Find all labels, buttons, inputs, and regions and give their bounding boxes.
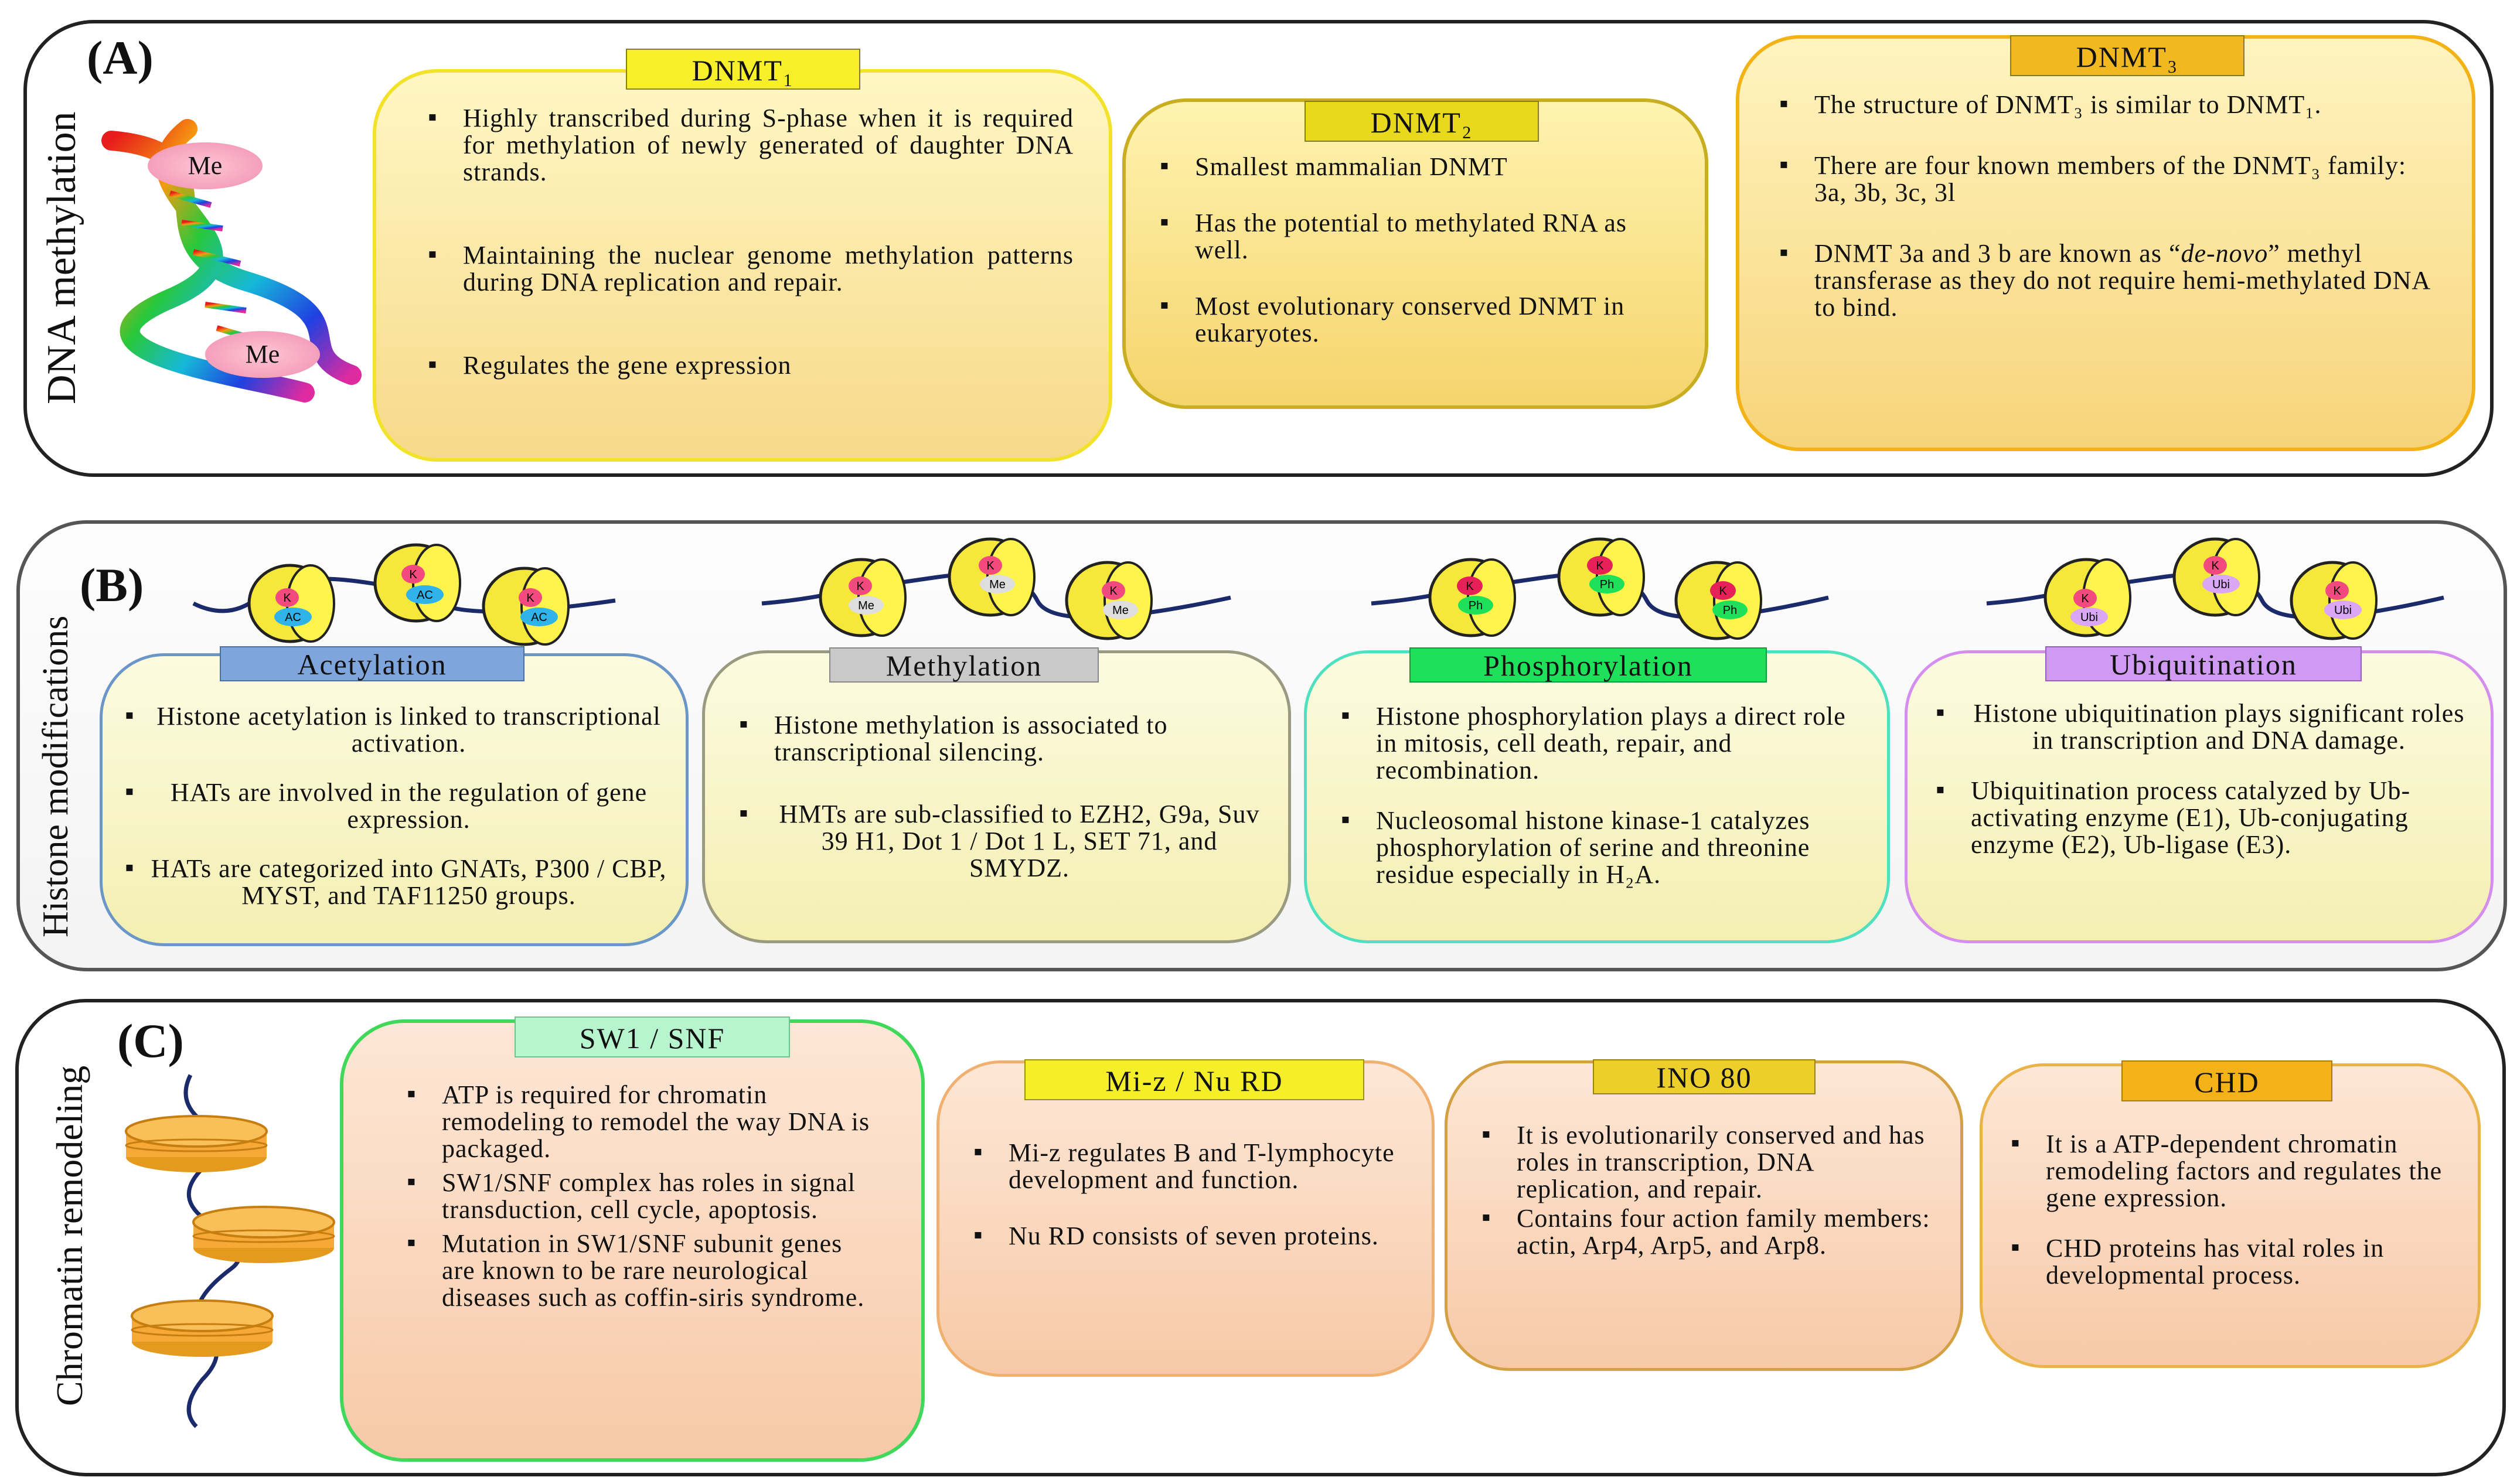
dnmt3-item-2: There are four known members of the DNMT… — [1769, 151, 2437, 206]
ph-ph-label-2: Ph — [1600, 578, 1614, 591]
methyl-tag-top: Me — [148, 142, 263, 189]
ub-ubi-label-3: Ubi — [2334, 604, 2352, 617]
me-me-label-1: Me — [858, 599, 874, 612]
dnmt3-item-1: The structure of DNMT₃ is similar to DNM… — [1769, 90, 2437, 118]
miz-nurd-item-1: Mi-z regulates B and T-lymphocyte develo… — [963, 1138, 1408, 1193]
acetylation-tag: Acetylation — [220, 646, 524, 681]
ac-k-label-3: K — [526, 592, 534, 605]
methyl-tag-bottom: Me — [205, 331, 320, 378]
me-k-label-3: K — [1109, 585, 1118, 598]
me-me-label-3: Me — [1112, 604, 1129, 617]
ph-k-label-1: K — [1466, 580, 1474, 593]
ubiquitination-nucleosomes-icon: K Ubi K Ubi K Ubi — [1986, 537, 2444, 640]
ph-k-label-2: K — [1596, 560, 1604, 572]
ubiquitination-box: Histone ubiquitination plays significant… — [1905, 650, 2494, 943]
acetylation-box: Histone acetylation is linked to transcr… — [100, 653, 689, 946]
dnmt2-item-2: Has the potential to methylated RNA as w… — [1149, 209, 1681, 264]
miz-nurd-item-2: Nu RD consists of seven proteins. — [963, 1222, 1408, 1250]
chd-item-2: CHD proteins has vital roles in developm… — [2000, 1234, 2454, 1289]
dnmt2-tag: DNMT₂ — [1305, 101, 1539, 142]
dnmt1-item-3: Regulates the gene expression — [417, 351, 1074, 379]
dnmt3-item-3: DNMT 3a and 3 b are known as “de-novo” m… — [1769, 239, 2437, 321]
ub-k-label-1: K — [2081, 592, 2089, 605]
section-b-letter: (B) — [80, 558, 144, 612]
chd-tag: CHD — [2121, 1060, 2332, 1101]
sw1-snf-box: ATP is required for chromatin remodeling… — [340, 1019, 925, 1462]
dnmt1-tag: DNMT₁ — [626, 49, 860, 90]
ph-ph-label-1: Ph — [1469, 599, 1483, 612]
dnmt2-item-1: Smallest mammalian DNMT — [1149, 152, 1681, 180]
methylation-item-1: Histone methylation is associated to tra… — [728, 711, 1265, 766]
me-k-label-2: K — [986, 560, 994, 572]
ac-k-label-2: K — [409, 568, 417, 581]
phosphorylation-nucleosomes-icon: K Ph K Ph K Ph — [1371, 537, 1829, 640]
miz-nurd-tag: Mi-z / Nu RD — [1024, 1059, 1364, 1100]
ino80-tag: INO 80 — [1593, 1059, 1816, 1094]
ac-ac-label-3: AC — [531, 611, 547, 624]
methylation-box: Histone methylation is associated to tra… — [702, 650, 1291, 943]
ubiquitination-item-1: Histone ubiquitination plays significant… — [1925, 699, 2467, 754]
ino80-box: It is evolutionarily conserved and has r… — [1445, 1060, 1963, 1371]
me-me-label-2: Me — [989, 578, 1006, 591]
phosphorylation-box: Histone phosphorylation plays a direct r… — [1304, 650, 1890, 943]
acetylation-nucleosomes-icon: KAC KAC KAC — [192, 543, 616, 646]
dnmt1-box: Highly transcribed during S-phase when i… — [373, 69, 1112, 462]
ub-ubi-label-1: Ubi — [2080, 611, 2098, 624]
dnmt2-item-3: Most evolutionary conserved DNMT in euka… — [1149, 292, 1681, 347]
section-c-letter: (C) — [117, 1014, 184, 1067]
section-c-side-title: Chromatin remodeling — [49, 1065, 90, 1406]
section-a-side-title: DNA methylation — [39, 111, 84, 404]
phosphorylation-item-1: Histone phosphorylation plays a direct r… — [1330, 702, 1864, 784]
sw1-snf-item-3: Mutation in SW1/SNF subunit genes are kn… — [396, 1229, 874, 1311]
methyl-tag-bottom-label: Me — [245, 340, 280, 369]
ub-k-label-2: K — [2211, 560, 2219, 572]
acetylation-item-1: Histone acetylation is linked to transcr… — [114, 702, 668, 757]
ac-ac-label-2: AC — [417, 589, 433, 602]
section-b-side-title: Histone modifications — [36, 615, 76, 937]
chromatin-stack-icon — [125, 1074, 335, 1428]
chd-box: It is a ATP-dependent chromatin remodeli… — [1980, 1063, 2481, 1368]
section-a-letter: (A) — [87, 31, 154, 84]
dnmt1-item-1: Highly transcribed during S-phase when i… — [417, 104, 1074, 186]
ubiquitination-tag: Ubiquitination — [2045, 646, 2362, 681]
phosphorylation-tag: Phosphorylation — [1409, 647, 1767, 683]
me-k-label-1: K — [856, 580, 864, 593]
dnmt1-item-2: Maintaining the nuclear genome methylati… — [417, 241, 1074, 296]
ub-ubi-label-2: Ubi — [2212, 578, 2230, 591]
dnmt3-tag: DNMT₃ — [2010, 35, 2244, 76]
chd-item-1: It is a ATP-dependent chromatin remodeli… — [2000, 1130, 2454, 1212]
sw1-snf-item-1: ATP is required for chromatin remodeling… — [396, 1080, 874, 1162]
sw1-snf-item-2: SW1/SNF complex has roles in signal tran… — [396, 1168, 874, 1223]
methylation-nucleosomes-icon: K Me K Me K Me — [761, 537, 1231, 640]
acetylation-item-3: HATs are categorized into GNATs, P300 / … — [114, 854, 668, 909]
phosphorylation-item-2: Nucleosomal histone kinase-1 catalyzes p… — [1330, 806, 1864, 888]
acetylation-item-2: HATs are involved in the regulation of g… — [114, 778, 668, 833]
ino80-item-2: Contains four action family members: act… — [1471, 1204, 1937, 1259]
ph-ph-label-3: Ph — [1723, 604, 1737, 617]
dnmt2-box: Smallest mammalian DNMT Has the potentia… — [1122, 98, 1708, 409]
ac-ac-label-1: AC — [285, 611, 301, 624]
methyl-tag-top-label: Me — [188, 151, 223, 180]
ac-k-label-1: K — [283, 592, 291, 605]
methylation-item-2: HMTs are sub-classified to EZH2, G9a, Su… — [728, 800, 1265, 882]
ino80-item-1: It is evolutionarily conserved and has r… — [1471, 1121, 1937, 1203]
ub-k-label-3: K — [2333, 585, 2341, 598]
ubiquitination-item-2: Ubiquitination process catalyzed by Ub- … — [1925, 776, 2467, 858]
dnmt3-box: The structure of DNMT₃ is similar to DNM… — [1736, 35, 2475, 451]
ph-k-label-3: K — [1719, 585, 1727, 598]
miz-nurd-box: Mi-z regulates B and T-lymphocyte develo… — [936, 1060, 1435, 1377]
sw1-snf-tag: SW1 / SNF — [515, 1016, 790, 1057]
methylation-tag: Methylation — [829, 647, 1099, 683]
